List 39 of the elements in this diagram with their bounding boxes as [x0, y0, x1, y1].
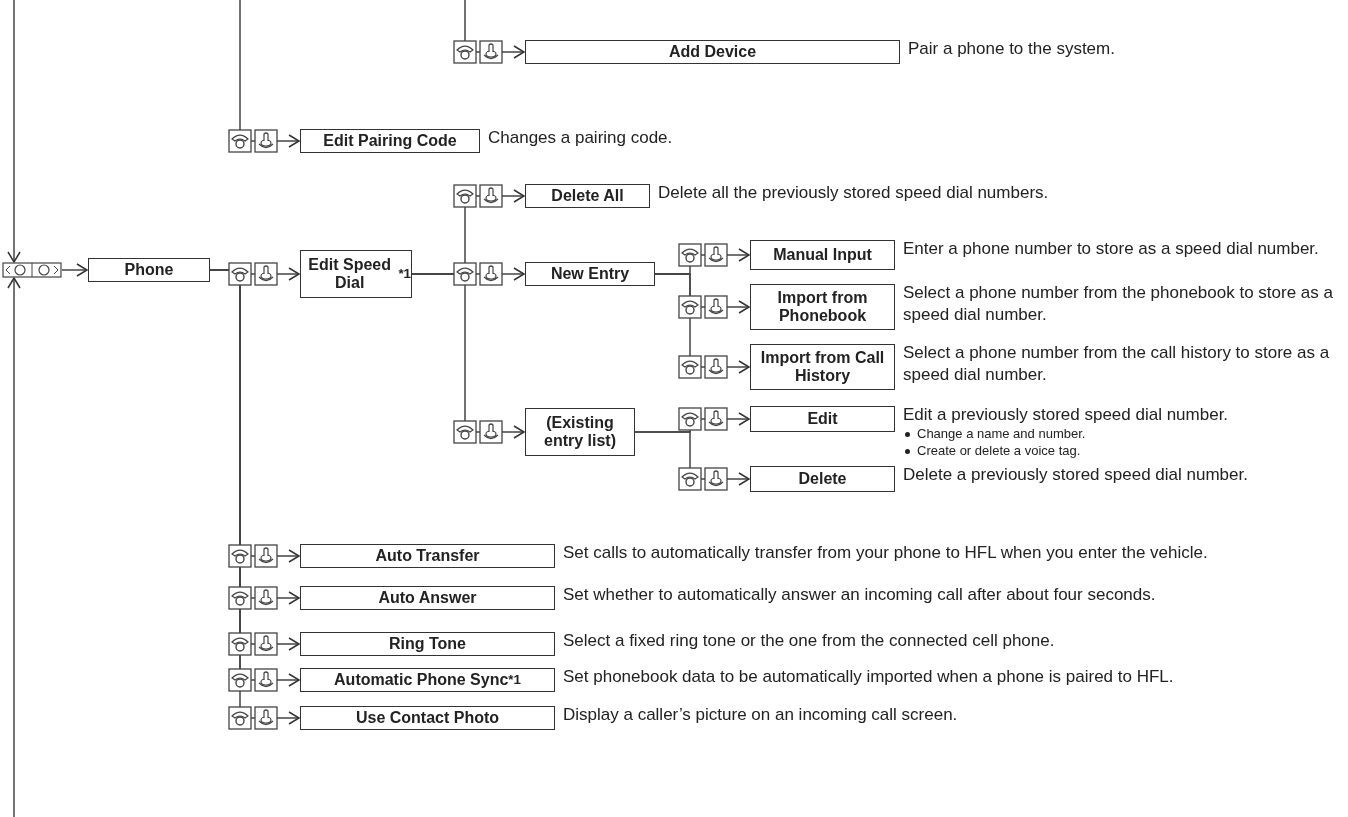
menu-item-box: Ring Tone [300, 632, 555, 656]
description-text: Enter a phone number to store as a speed dial number. [903, 238, 1320, 260]
description-text: Delete all the previously stored speed dial numbers. [658, 182, 1050, 204]
connector-arrow [7, 0, 21, 263]
description-text: Set phonebook data to be automatically imported when a phone is paired to HFL. [563, 666, 1175, 688]
bullet-text: Create or delete a voice tag. [917, 443, 1081, 460]
connector-arrow [61, 263, 88, 277]
connector-arrow [411, 273, 525, 439]
menu-item-box: Import from Call History [750, 344, 895, 390]
menu-item-box: Edit Pairing Code [300, 129, 480, 153]
connector-arrow [654, 273, 750, 374]
description-text: Select a phone number from the call history to store as a speed dial number. [903, 342, 1331, 387]
description-text: Set calls to automatically transfer from your phone to HFL when you enter the vehicle. [563, 542, 1209, 564]
description-text: Select a fixed ring tone or the one from the connected cell phone. [563, 630, 1056, 652]
menu-item-box: Auto Transfer [300, 544, 555, 568]
description-text: Changes a pairing code. [488, 127, 674, 149]
connector-arrow [239, 0, 300, 148]
menu-item-box: Delete All [525, 184, 650, 208]
description-text: Pair a phone to the system. [908, 38, 1116, 60]
connector-arrow [464, 0, 525, 59]
menu-item-box: Auto Answer [300, 586, 555, 610]
connector-arrow [7, 277, 21, 817]
menu-item-box: Import from Phonebook [750, 284, 895, 330]
description-text: Display a caller’s picture on an incoming call screen. [563, 704, 959, 726]
description-text: Edit a previously stored speed dial number. [903, 404, 1230, 426]
controller-icon [2, 262, 62, 278]
menu-item-box: New Entry [525, 262, 655, 286]
menu-item-box: (Existing entry list) [525, 408, 635, 456]
menu-item-box: Manual Input [750, 240, 895, 270]
description-text: Set whether to automatically answer an incoming call after about four seconds. [563, 584, 1157, 606]
bullet-text: Change a name and number. [917, 426, 1086, 443]
menu-item-box: Use Contact Photo [300, 706, 555, 730]
description-text: Select a phone number from the phonebook to store as a speed dial number. [903, 282, 1334, 327]
connector-arrow [634, 431, 750, 486]
menu-item-box: Edit [750, 406, 895, 432]
menu-item-box: Delete [750, 466, 895, 492]
menu-item-box: Add Device [525, 40, 900, 64]
menu-item-box: Phone [88, 258, 210, 282]
description-text: Delete a previously stored speed dial number. [903, 464, 1249, 486]
